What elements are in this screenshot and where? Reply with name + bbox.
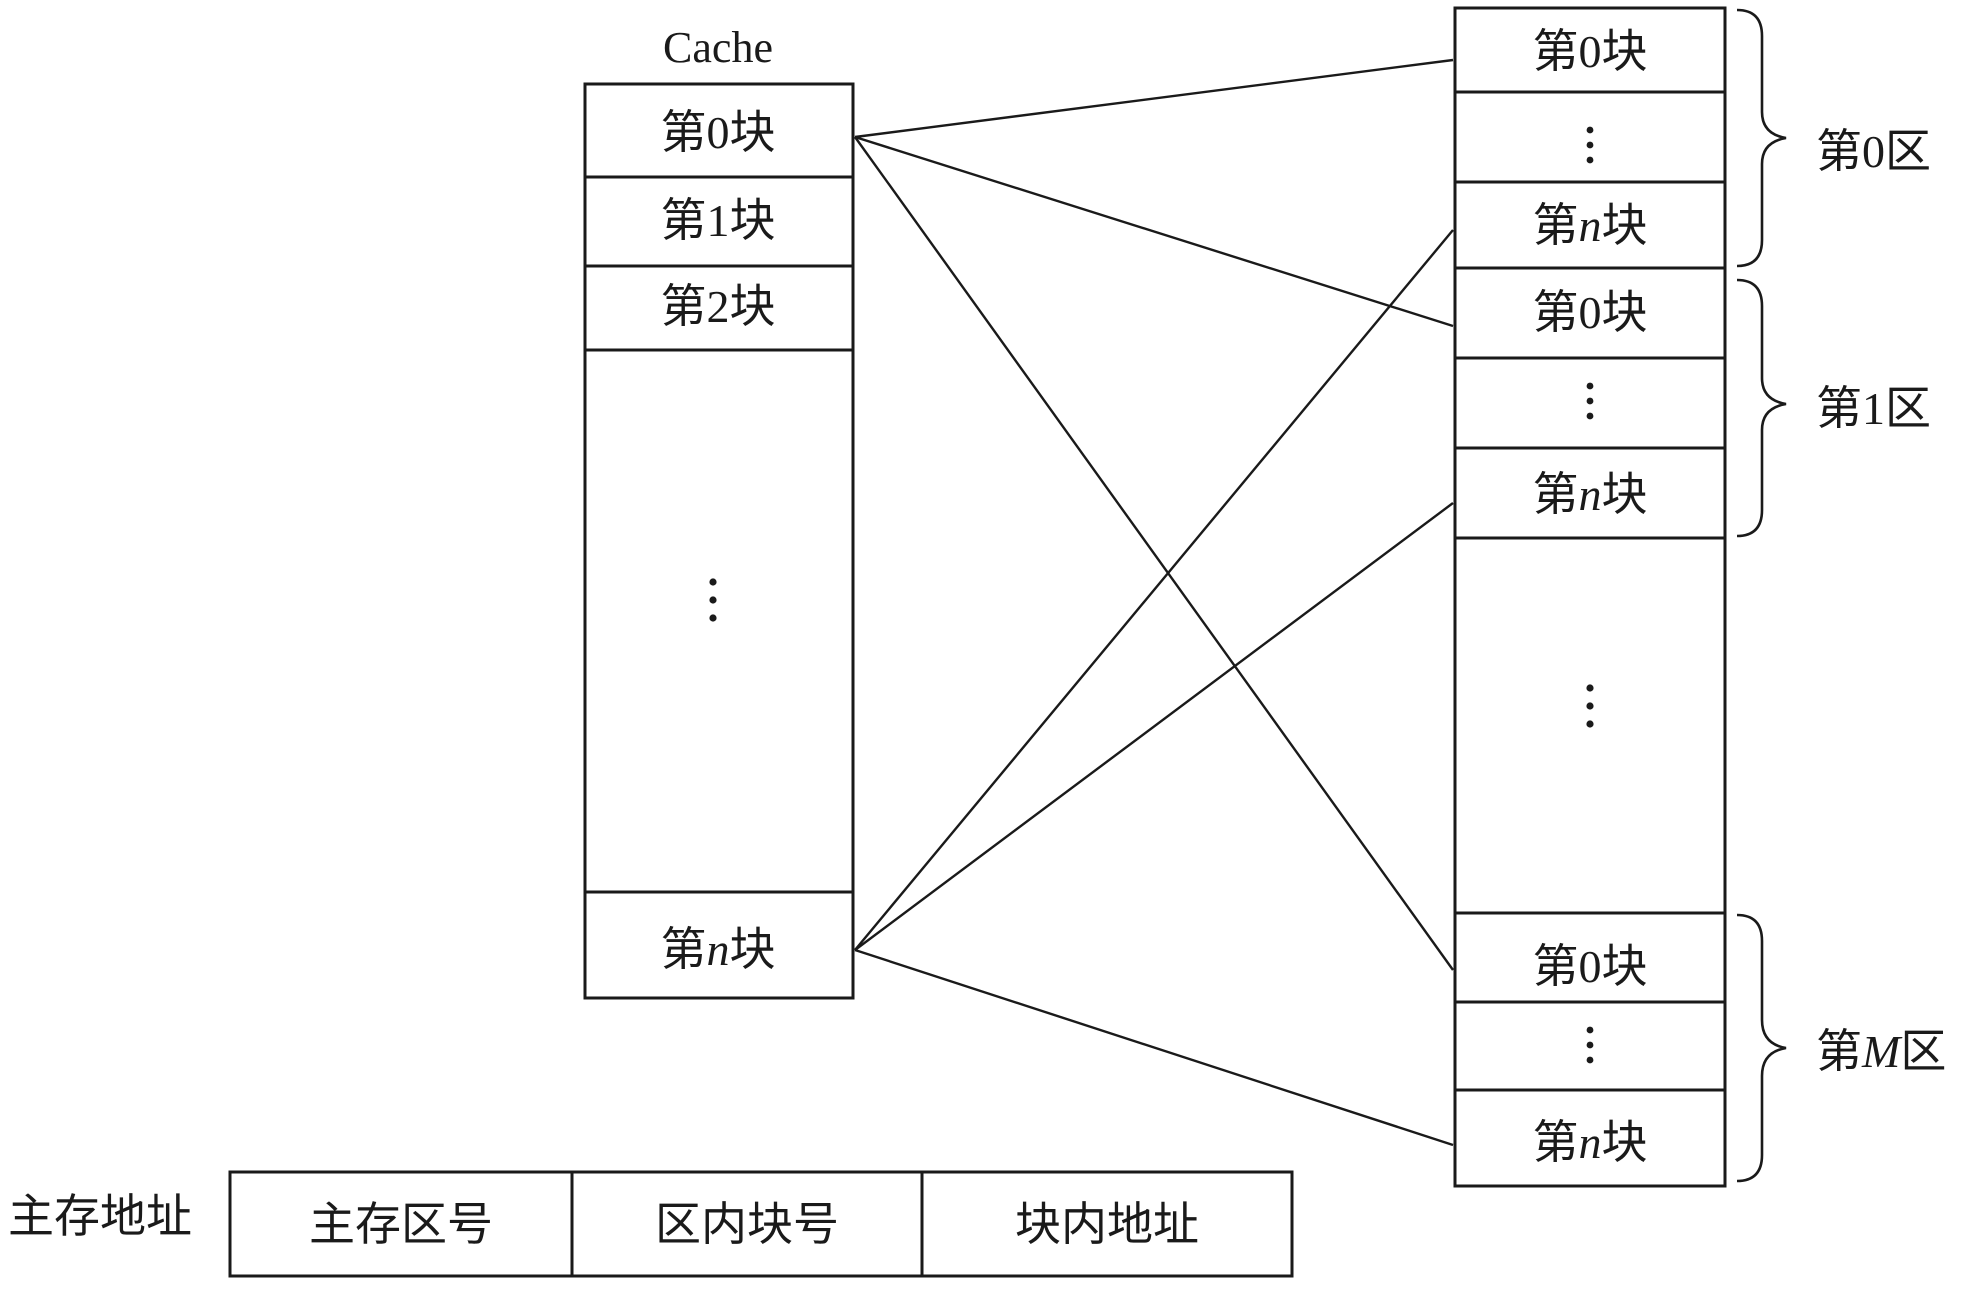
address-field-block-number: 区内块号 <box>655 1197 839 1251</box>
zone1-block-ellipsis <box>1586 382 1594 420</box>
memory-gap-ellipsis <box>1586 684 1594 728</box>
zone1-brace-icon <box>1736 278 1787 538</box>
main-memory-column: 第0块 第n块 第0块 第n块 第0块 第n块 <box>1453 6 1727 1188</box>
zoneM-block-ellipsis <box>1586 1026 1594 1064</box>
link-cacheN-zone0-blockN <box>854 229 1454 951</box>
link-cache0-zoneM-block0 <box>854 136 1454 971</box>
address-field-offset: 块内地址 <box>1015 1197 1199 1251</box>
cache-block-1: 第1块 <box>661 195 776 246</box>
zone1-block-n: 第n块 <box>1533 469 1648 520</box>
cache-block-n: 第n块 <box>661 924 776 975</box>
address-format: 主存地址 主存区号 区内块号 块内地址 <box>8 1170 1294 1278</box>
cache-column: Cache 第0块 第1块 第2块 第n块 <box>583 23 855 1000</box>
zone-braces <box>1736 8 1787 1183</box>
cache-block-2: 第2块 <box>661 281 776 332</box>
address-label: 主存地址 <box>8 1189 192 1243</box>
link-cacheN-zoneM-blockN <box>854 948 1454 1147</box>
zoneM-block-n: 第n块 <box>1533 1117 1648 1168</box>
zone0-brace-icon <box>1736 8 1787 268</box>
link-cache0-zone1-block0 <box>854 135 1454 328</box>
cache-gap-ellipsis <box>709 578 717 622</box>
cache-title: Cache <box>663 23 773 72</box>
zone0-block-n: 第n块 <box>1533 200 1648 251</box>
zone0-label: 第0区 <box>1816 126 1931 177</box>
zoneM-label: 第M区 <box>1816 1026 1946 1077</box>
cache-frame <box>583 82 855 1000</box>
zone-labels: 第0区 第1区 第M区 <box>1816 126 1946 1077</box>
address-frame <box>228 1170 1294 1278</box>
zone1-block-0: 第0块 <box>1533 287 1648 338</box>
cache-block-0: 第0块 <box>661 107 776 158</box>
main-memory-frame <box>1453 6 1727 1188</box>
zone0-block-ellipsis <box>1586 126 1594 164</box>
address-field-zone-number: 主存区号 <box>309 1197 493 1251</box>
zone0-block-0: 第0块 <box>1533 26 1648 77</box>
link-cacheN-zone1-blockN <box>854 502 1454 951</box>
zoneM-block-0: 第0块 <box>1533 941 1648 992</box>
zoneM-brace-icon <box>1736 913 1787 1183</box>
zone1-label: 第1区 <box>1816 383 1931 434</box>
link-cache0-zone0-block0 <box>854 58 1454 139</box>
mapping-lines <box>854 58 1454 1147</box>
